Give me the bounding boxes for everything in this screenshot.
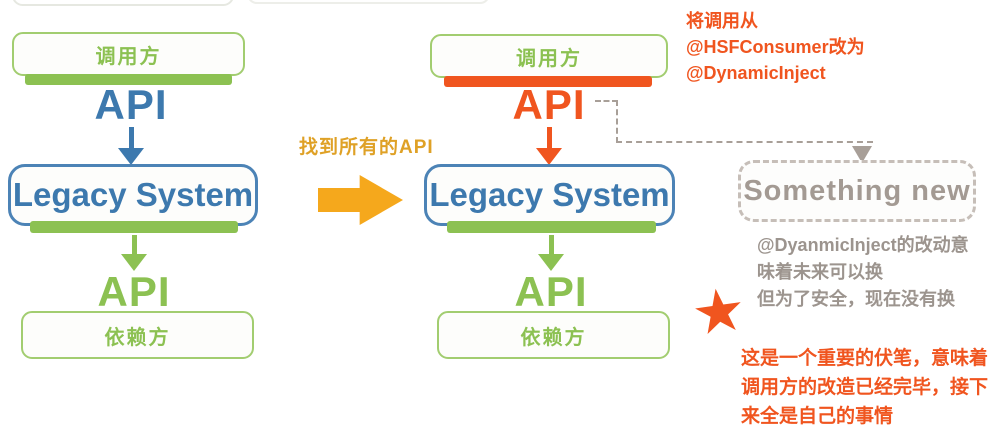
- left-system-api-bar: [30, 221, 238, 233]
- dashed-connector: [595, 100, 618, 102]
- cropped-artifact: [12, 0, 234, 6]
- gray-note-line: 味着未来可以换: [757, 262, 883, 282]
- transform-label: 找到所有的API: [299, 137, 434, 158]
- down-arrow-icon: [116, 127, 146, 165]
- down-arrow-icon: [119, 235, 149, 271]
- down-arrow-icon: [536, 235, 566, 271]
- gray-note-line: 但为了安全，现在没有换: [757, 289, 955, 309]
- star-icon: ★: [687, 274, 751, 349]
- gray-note-line: @DyanmicInject的改动意: [757, 235, 969, 255]
- center-caller-box: 调用方: [430, 34, 668, 78]
- left-legacy-system-label: Legacy System: [12, 176, 254, 213]
- center-legacy-system-box: Legacy System: [424, 164, 675, 226]
- dashed-connector: [616, 100, 618, 143]
- dashed-arrowhead-icon: [852, 146, 872, 163]
- red-note-line: 来全是自己的事情: [741, 406, 894, 427]
- left-caller-api-bar: [25, 74, 232, 85]
- left-api-top-label: API: [94, 81, 168, 128]
- red-note: 这是一个重要的伏笔，意味着 调用方的改造已经完毕，接下 来全是自己的事情: [741, 344, 988, 431]
- cropped-artifact: [247, 0, 490, 4]
- center-api-bottom-label: API: [514, 268, 588, 315]
- right-arrow-icon: [318, 175, 403, 225]
- center-caller-api-bar: [444, 76, 652, 87]
- left-dependent-box: 依赖方: [21, 311, 254, 359]
- red-note-line: 这是一个重要的伏笔，意味着: [741, 348, 989, 369]
- center-dependent-label: 依赖方: [520, 326, 587, 349]
- left-caller-box: 调用方: [12, 32, 245, 76]
- gray-note: @DyanmicInject的改动意 味着未来可以换 但为了安全，现在没有换: [757, 232, 969, 313]
- left-legacy-system-box: Legacy System: [8, 164, 258, 226]
- center-dependent-box: 依赖方: [437, 311, 670, 359]
- left-caller-label: 调用方: [95, 45, 162, 68]
- something-new-box: Something new: [738, 160, 976, 222]
- left-api-bottom-label: API: [97, 268, 171, 315]
- change-note-line: @DynamicInject: [686, 63, 826, 83]
- left-dependent-label: 依赖方: [104, 326, 171, 349]
- dashed-connector: [616, 141, 873, 143]
- down-arrow-icon: [534, 127, 564, 165]
- center-legacy-system-label: Legacy System: [429, 176, 670, 213]
- change-note-line: 将调用从: [686, 11, 758, 31]
- something-new-label: Something new: [743, 174, 971, 207]
- change-note: 将调用从 @HSFConsumer改为 @DynamicInject: [686, 8, 865, 86]
- change-note-line: @HSFConsumer改为: [686, 37, 865, 57]
- center-caller-label: 调用方: [516, 47, 582, 70]
- center-api-top-label: API: [512, 81, 586, 128]
- center-system-api-bar: [447, 221, 656, 233]
- red-note-line: 调用方的改造已经完毕，接下: [741, 377, 989, 398]
